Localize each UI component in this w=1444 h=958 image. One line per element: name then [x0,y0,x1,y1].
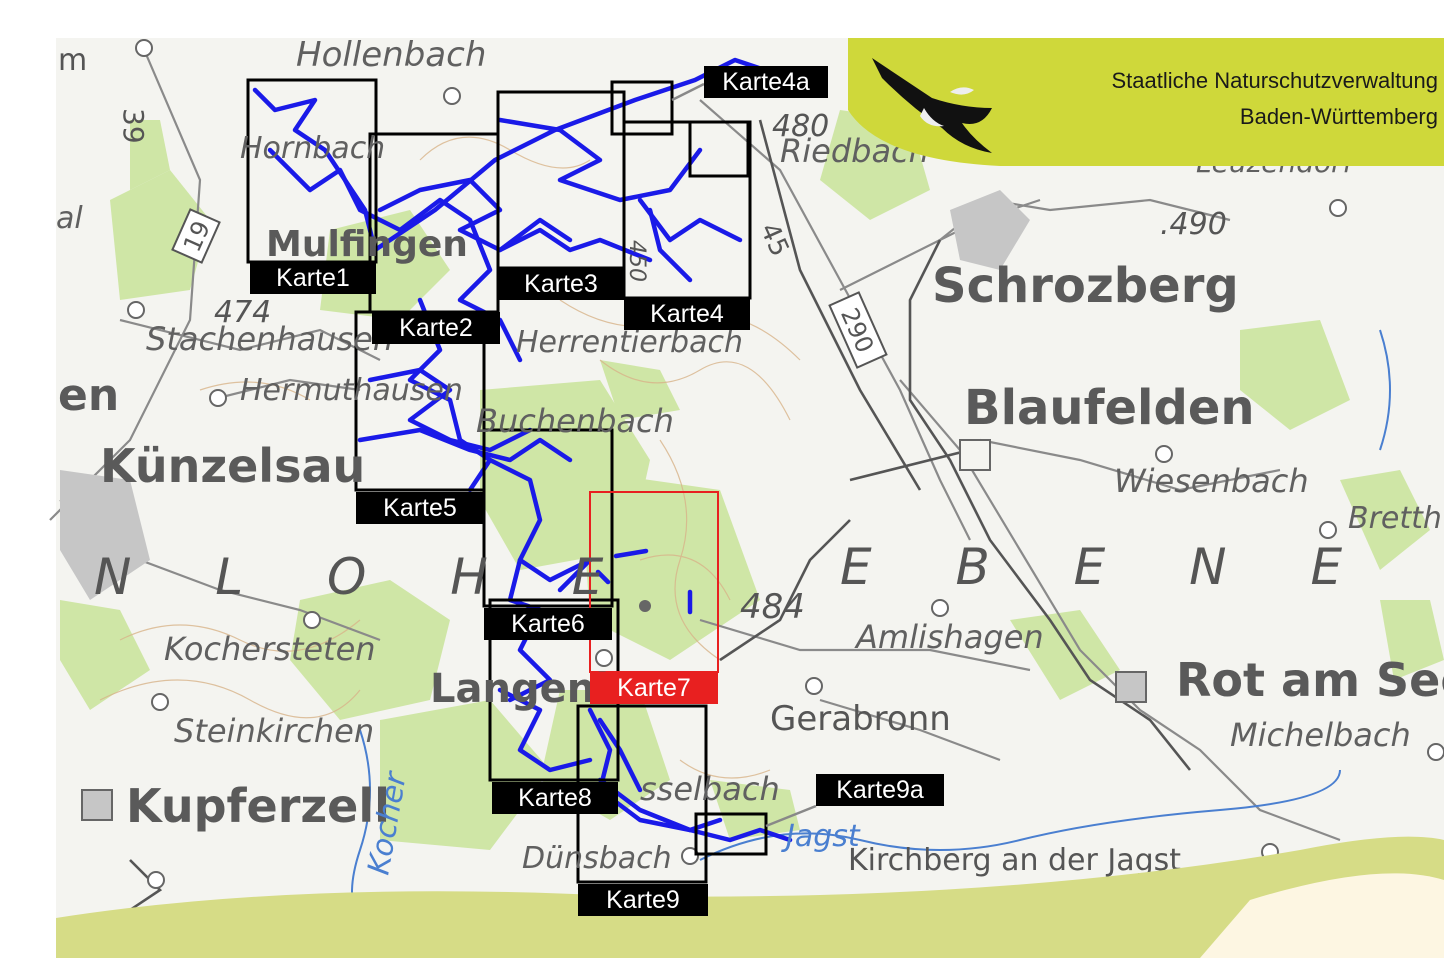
karte9a-button[interactable]: Karte9a [816,774,944,806]
label-dunsbach: Dünsbach [522,841,672,876]
karte4a-button[interactable]: Karte4a [704,66,828,98]
label-kunzelsau: Künzelsau [100,439,365,493]
elev-450: 450 [624,240,649,282]
road-39: 39 [117,108,150,144]
label-partial-en: en [58,370,119,421]
karte7-button[interactable]: Karte7 [590,672,718,704]
label-schrozberg: Schrozberg [932,258,1239,314]
label-partial-m: m [58,43,87,78]
karte9-button[interactable]: Karte9 [578,884,708,916]
label-hermuthausen: Hermuthausen [240,373,463,408]
label-kirchberg: Kirchberg an der Jagst [848,843,1181,878]
label-hohenlohe: N L O H E [94,548,637,606]
label-kupferzell: Kupferzell [126,779,390,833]
label-brettheim: Bretth [1348,501,1442,536]
org-name-line1: Staatliche Naturschutzverwaltung [1111,68,1439,93]
place-labels: Hollenbach Hornbach Mulfingen Stachenhau… [56,35,1444,878]
elev-490: .490 [1160,207,1227,242]
label-hornbach: Hornbach [240,131,385,166]
karte6-button[interactable]: Karte6 [484,608,612,640]
label-buchenbach: Buchenbach [476,402,674,440]
karte5-button[interactable]: Karte5 [356,492,484,524]
label-ebene: E B E N E [840,538,1376,596]
label-blaufelden: Blaufelden [964,380,1255,436]
footer-wave [56,836,1444,958]
main-roads [69,119,1192,952]
label-jagst: Jagst [781,819,861,854]
label-gerabronn: Gerabronn [770,699,951,739]
label-hessenbach: sselbach [640,770,780,808]
city-markers [60,190,1147,821]
label-hollenbach: Hollenbach [296,35,486,75]
karte4-button[interactable]: Karte4 [624,298,750,330]
map-frames [246,78,768,884]
label-mulfingen: Mulfingen [266,224,468,265]
label-herrentierbach: Herrentierbach [516,325,743,360]
trail-routes [252,57,793,843]
karte8-button[interactable]: Karte8 [492,782,618,814]
label-steinkirchen: Steinkirchen [174,712,374,750]
region-labels: N L O H E E B E N E [94,538,1376,606]
elevation-labels: 480 .490 474 484 450 [214,109,1227,627]
label-wiesenbach: Wiesenbach [1114,462,1309,500]
label-michelbach: Michelbach [1230,716,1411,754]
karte2-button[interactable]: Karte2 [372,312,500,344]
elev-480: 480 [772,109,829,144]
label-kochersteten: Kochersteten [164,630,376,668]
label-amlishagen: Amlishagen [854,618,1044,656]
elev-484: 484 [740,587,805,627]
org-name-line2: Baden-Württemberg [1239,104,1438,129]
elev-474: 474 [214,295,271,330]
eagle-icon [872,58,992,153]
footer-wave-light [1200,873,1444,958]
label-stachenhausen: Stachenhausen [146,320,393,358]
karte1-button[interactable]: Karte1 [250,262,376,294]
summit-marker [639,600,651,612]
leader-lines [671,82,817,828]
header-banner [848,38,1444,166]
label-rot-am-see: Rot am See [1176,653,1444,707]
karte3-button[interactable]: Karte3 [498,268,624,300]
label-partial-al: al [56,201,83,236]
